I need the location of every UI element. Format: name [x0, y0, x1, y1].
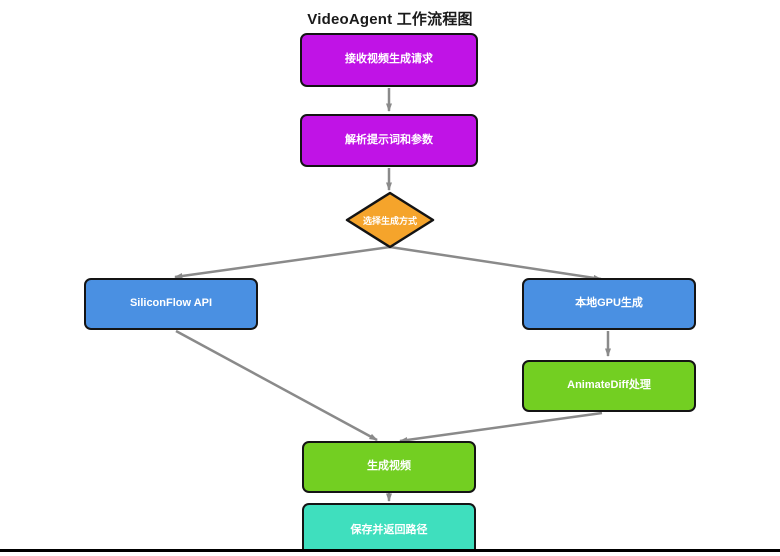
node-siliconflow-api-label: SiliconFlow API [129, 297, 213, 310]
bottom-border-line [0, 549, 780, 552]
edge-silicon-to-gen [175, 329, 378, 442]
node-generate-video-label: 生成视频 [367, 460, 411, 473]
node-animatediff-label: AnimateDiff处理 [567, 379, 651, 392]
node-local-gpu: 本地GPU生成 [522, 278, 696, 330]
node-parse-prompt: 解析提示词和参数 [300, 114, 478, 167]
node-choose-method: 选择生成方式 [345, 191, 435, 249]
diagram-title: VideoAgent 工作流程图 [307, 11, 473, 28]
node-local-gpu-label: 本地GPU生成 [575, 297, 643, 310]
bottom-white-margin [0, 552, 780, 556]
node-parse-prompt-label: 解析提示词和参数 [345, 133, 433, 146]
node-save-return-label: 保存并返回路径 [350, 523, 428, 536]
node-choose-method-label: 选择生成方式 [362, 215, 417, 226]
node-save-return: 保存并返回路径 [302, 503, 476, 556]
node-animatediff: AnimateDiff处理 [522, 360, 696, 412]
edge-choose-to-silicon [174, 245, 391, 279]
node-receive-request: 接收视频生成请求 [300, 33, 478, 87]
node-siliconflow-api: SiliconFlow API [84, 278, 258, 330]
node-receive-request-label: 接收视频生成请求 [345, 53, 433, 66]
edge-animate-to-gen [399, 411, 603, 443]
edge-choose-to-localgpu [389, 245, 602, 281]
node-generate-video: 生成视频 [302, 441, 476, 493]
